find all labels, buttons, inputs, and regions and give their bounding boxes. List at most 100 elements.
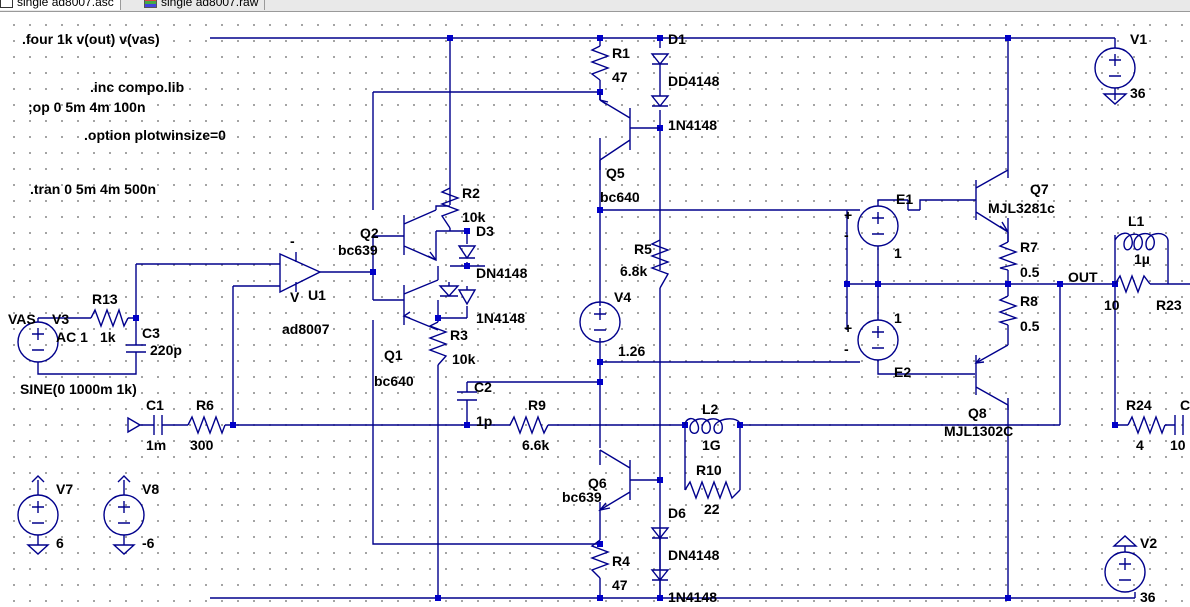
resistor-R9[interactable] [509, 415, 549, 435]
resistor-R4[interactable] [590, 539, 610, 579]
vcvs-E2[interactable] [857, 315, 908, 375]
capacitor-C-right[interactable] [1174, 415, 1184, 435]
u1-supply-minus: V [290, 289, 300, 305]
voltage-source-V4[interactable] [579, 301, 621, 343]
label-Q8: Q8 [968, 405, 987, 421]
transistor-Q5[interactable] [599, 92, 660, 161]
diode-D4[interactable] [457, 289, 477, 306]
value-R8: 0.5 [1020, 318, 1040, 334]
label-V1: V1 [1130, 31, 1147, 47]
capacitor-C3[interactable] [126, 344, 146, 360]
schematic-file-icon [0, 0, 13, 9]
capacitor-C2[interactable] [457, 391, 477, 412]
label-C3: C3 [142, 325, 160, 341]
value-Q5: bc640 [600, 189, 640, 205]
transistor-Q6[interactable] [598, 449, 660, 512]
voltage-source-V7[interactable] [17, 475, 59, 555]
label-V4: V4 [614, 289, 631, 305]
value-Q7: MJL3281c [988, 200, 1055, 216]
port-input [127, 416, 142, 434]
junction-dot [597, 379, 603, 385]
value-D6: DN4148 [668, 547, 720, 563]
vcvs-E1[interactable] [857, 199, 909, 248]
e1-minus-pin: - [844, 227, 849, 243]
net-label-out: OUT [1068, 269, 1098, 285]
value-D1: DD4148 [668, 73, 720, 89]
value-R3: 10k [452, 351, 476, 367]
resistor-R8[interactable] [997, 295, 1019, 326]
junction-dot [435, 315, 441, 321]
transistor-Q7[interactable] [975, 169, 1009, 242]
tab-waveform[interactable]: single ad8007.raw [138, 0, 266, 10]
voltage-source-V2[interactable] [1104, 535, 1146, 593]
diode-D3[interactable] [457, 245, 477, 260]
transistor-Q2[interactable] [373, 205, 450, 262]
label-L2: L2 [702, 401, 719, 417]
voltage-source-V8[interactable] [103, 475, 145, 555]
transistor-Q1[interactable] [373, 266, 439, 331]
label-R7: R7 [1020, 239, 1038, 255]
diode-D1[interactable] [650, 53, 670, 66]
resistor-R5[interactable] [650, 239, 670, 289]
value-D3: DN4148 [476, 265, 528, 281]
resistor-R24[interactable] [1127, 415, 1166, 435]
diode-D2[interactable] [650, 64, 670, 108]
label-R10: R10 [696, 462, 722, 478]
inductor-L1[interactable] [1114, 232, 1169, 251]
value-R24: 4 [1136, 437, 1144, 453]
tab-schematic[interactable]: single ad8007.asc [0, 0, 121, 10]
resistor-R3[interactable] [428, 321, 448, 366]
label-U1: U1 [308, 287, 326, 303]
diode-D-aux[interactable] [438, 282, 460, 298]
value-L1: 1µ [1134, 251, 1150, 267]
junction-dot [597, 35, 603, 41]
diode-D6[interactable] [650, 527, 670, 570]
capacitor-C1[interactable] [153, 415, 163, 435]
value-V7: 6 [56, 535, 64, 551]
value-E1: 1 [894, 245, 902, 261]
value-C2: 1p [476, 413, 492, 429]
value-V8: -6 [142, 535, 155, 551]
label-R3: R3 [450, 327, 468, 343]
junction-dot [597, 595, 603, 601]
resistor-R1[interactable] [590, 45, 610, 81]
transistor-Q8[interactable] [974, 340, 1009, 410]
inductor-L2[interactable] [684, 417, 741, 434]
label-C1: C1 [146, 397, 164, 413]
label-V3: V3 [52, 311, 69, 327]
net-label-vas: VAS [8, 311, 36, 327]
label-D3: D3 [476, 223, 494, 239]
resistor-R7[interactable] [998, 241, 1019, 271]
voltage-source-V3[interactable] [17, 321, 59, 363]
junction-dot [597, 207, 603, 213]
value-R2: 10k [462, 209, 486, 225]
junction-dot [1005, 281, 1011, 287]
schematic-canvas[interactable]: .four 1k v(out) v(vas) .inc compo.lib ;o… [0, 12, 1190, 607]
directive-four: .four 1k v(out) v(vas) [22, 31, 160, 47]
resistor-R10[interactable] [684, 480, 741, 500]
value-C-right: 10 [1170, 437, 1186, 453]
junction-dot [657, 595, 663, 601]
label-C2: C2 [474, 379, 492, 395]
value-V3: AC 1 [56, 329, 88, 345]
value-R1: 47 [612, 69, 628, 85]
junction-dot [1005, 595, 1011, 601]
junction-dot [597, 541, 603, 547]
value-R6: 300 [190, 437, 214, 453]
value-V4: 1.26 [618, 343, 645, 359]
resistor-R23[interactable] [1114, 274, 1151, 294]
resistor-R2[interactable] [440, 187, 460, 229]
label-R13: R13 [92, 291, 118, 307]
schematic-drawing: .four 1k v(out) v(vas) .inc compo.lib ;o… [8, 31, 1190, 605]
u1-supply-plus: - [290, 233, 295, 249]
resistor-R13[interactable] [90, 307, 129, 328]
voltage-source-V1[interactable] [1094, 47, 1136, 105]
junction-dot [597, 359, 603, 365]
junction-dot [230, 422, 236, 428]
resistor-R6[interactable] [187, 415, 226, 435]
e1-plus-pin: + [844, 207, 852, 223]
tab-schematic-label: single ad8007.asc [17, 0, 114, 9]
value-U1: ad8007 [282, 321, 330, 337]
opamp-U1[interactable] [279, 252, 322, 294]
value-R23: 10 [1104, 297, 1120, 313]
